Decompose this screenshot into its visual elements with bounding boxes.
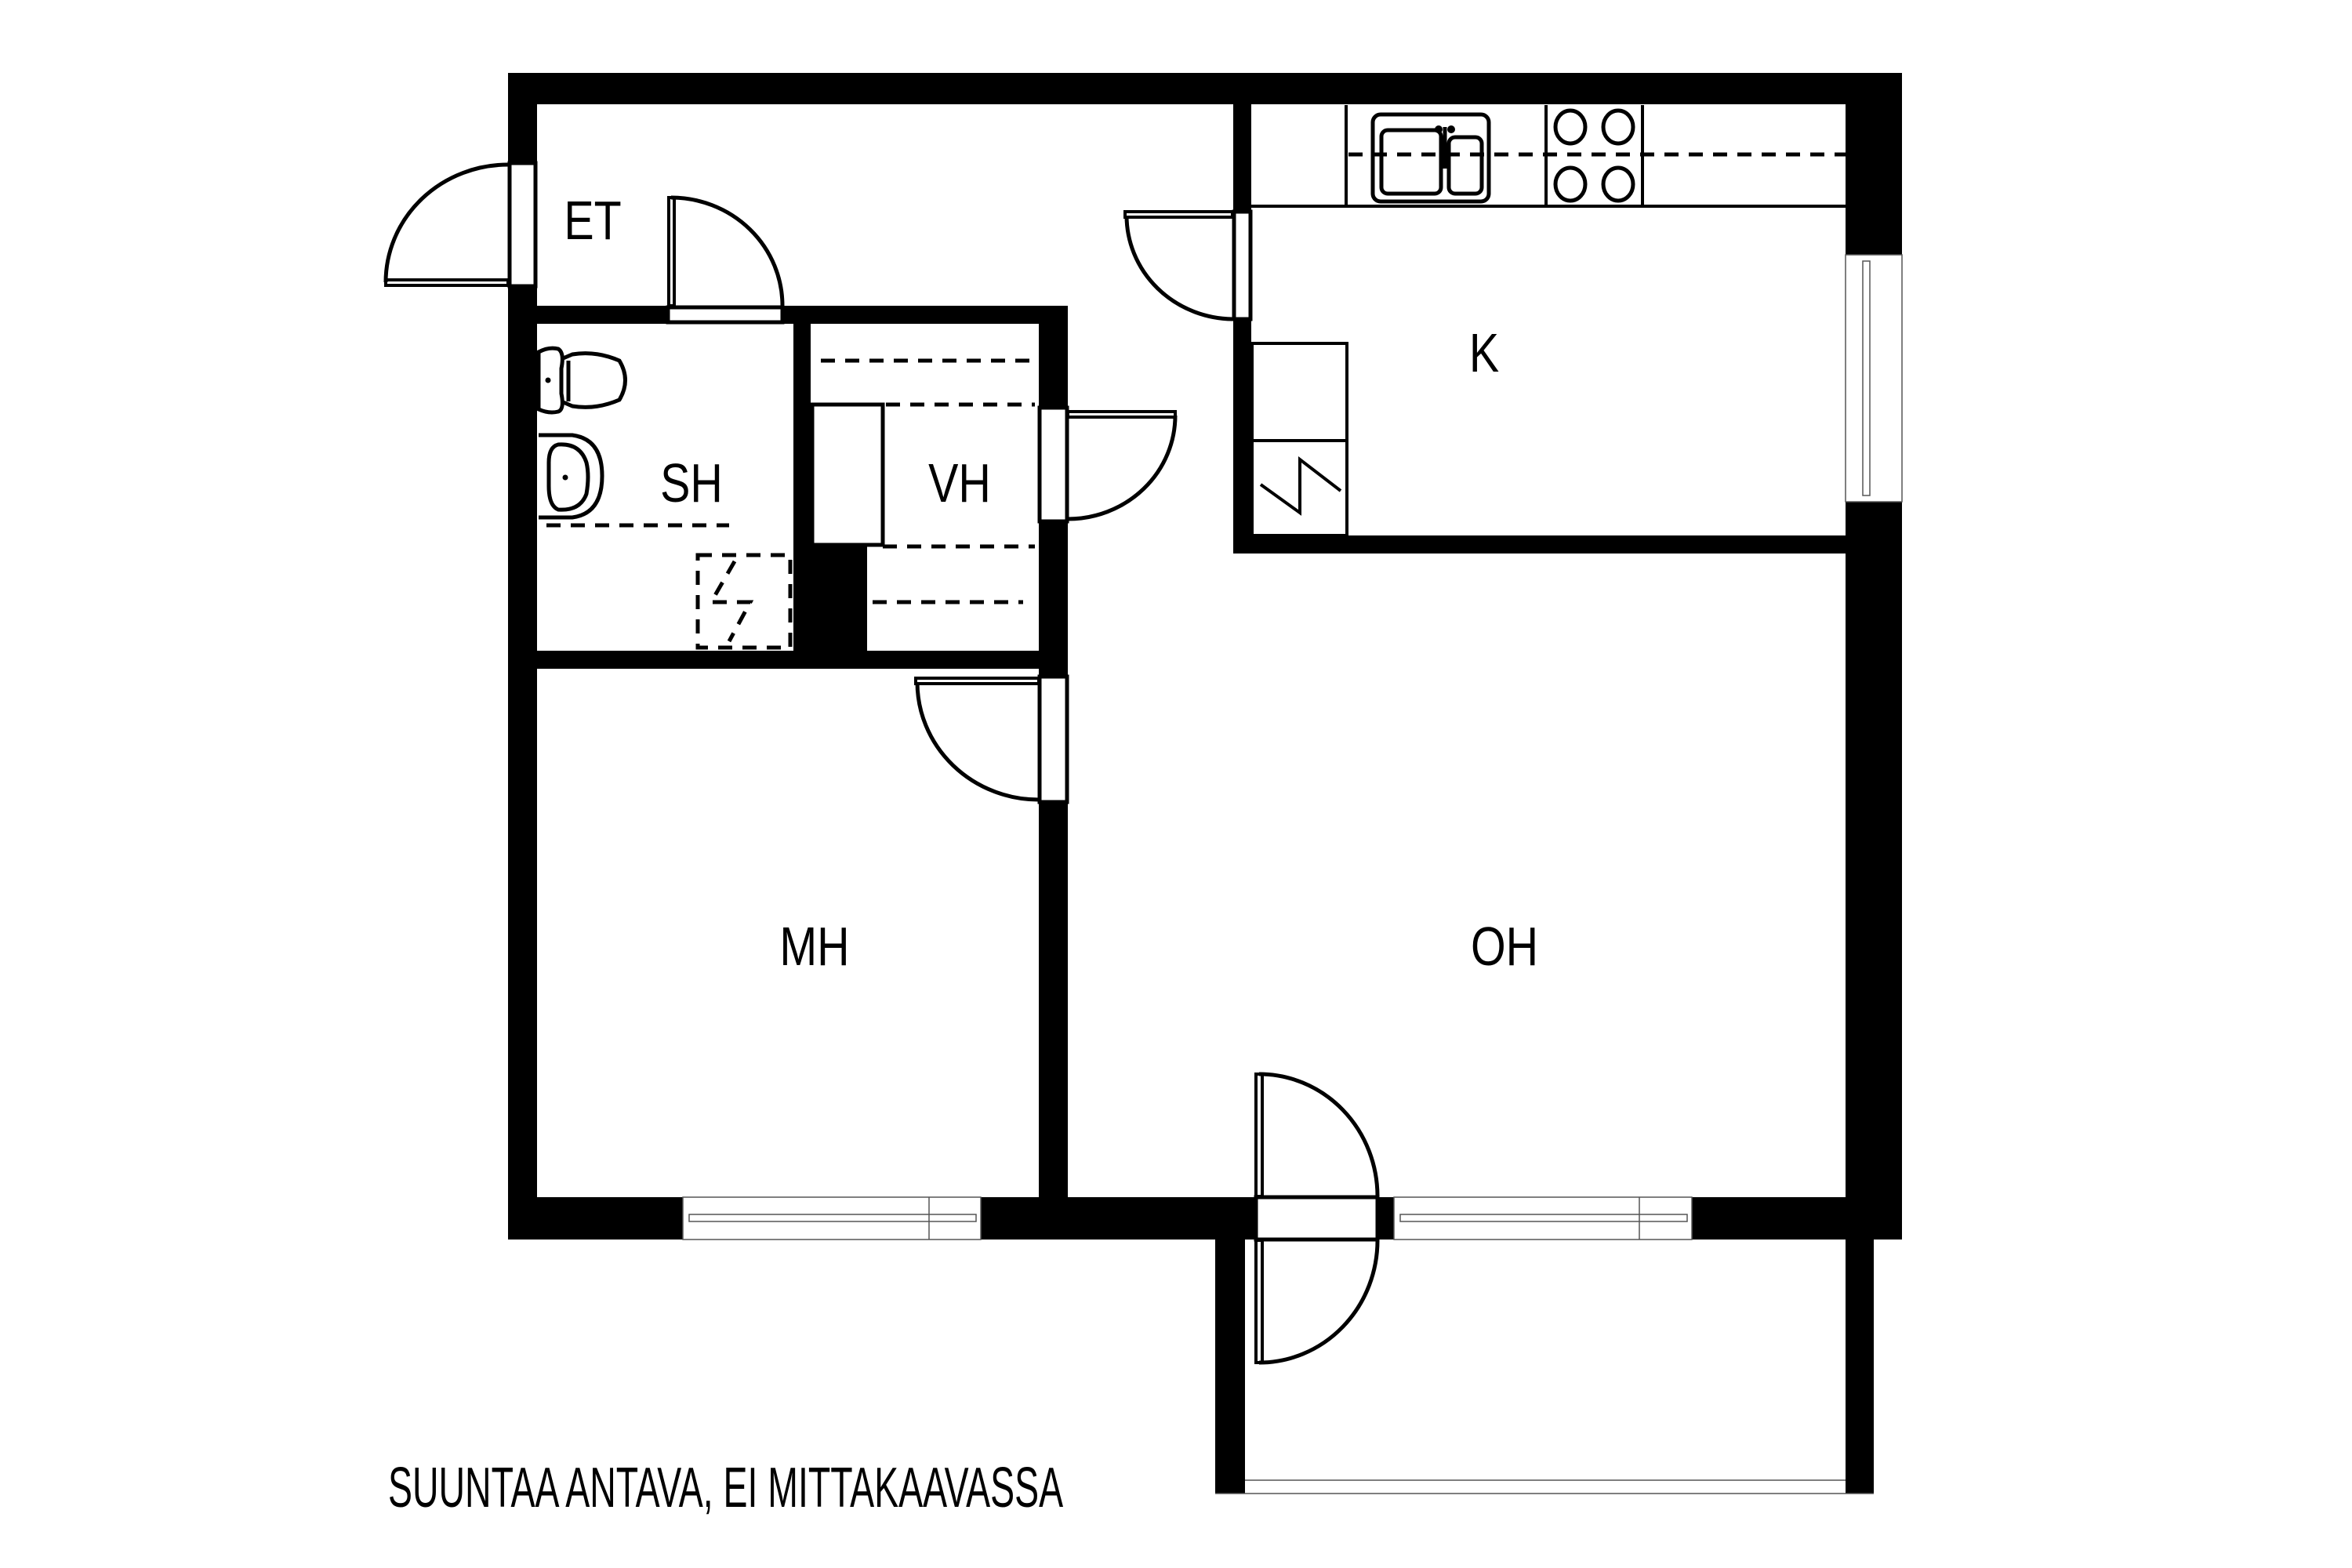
washbasin-icon <box>539 433 604 520</box>
room-label-vh: VH <box>928 452 991 514</box>
door-k <box>1123 209 1253 321</box>
outer-walls <box>508 73 1902 1240</box>
toilet-icon <box>536 346 627 415</box>
door-balcony <box>1254 1072 1380 1365</box>
room-label-et: ET <box>564 190 622 251</box>
door-entry <box>383 161 538 289</box>
room-label-k: K <box>1468 322 1500 383</box>
window-oh <box>1393 1196 1693 1240</box>
disclaimer-text: SUUNTAA ANTAVA, EI MITTAKAAVASSA <box>388 1457 1064 1519</box>
door-mh <box>914 674 1069 804</box>
window-mh <box>682 1196 982 1240</box>
door-sh <box>666 195 785 325</box>
kitchen-counter <box>1251 105 1846 208</box>
door-vh <box>1037 405 1178 524</box>
vh-storage <box>810 358 1035 604</box>
window-k <box>1845 254 1903 503</box>
room-label-sh: SH <box>660 452 723 514</box>
balcony <box>1215 1240 1874 1494</box>
sink-icon <box>1370 112 1491 204</box>
room-label-oh: OH <box>1470 916 1539 977</box>
fridge-icon <box>1250 342 1348 537</box>
room-label-mh: MH <box>779 916 850 977</box>
stove-icon <box>1553 108 1635 203</box>
shower-icon <box>695 553 793 650</box>
